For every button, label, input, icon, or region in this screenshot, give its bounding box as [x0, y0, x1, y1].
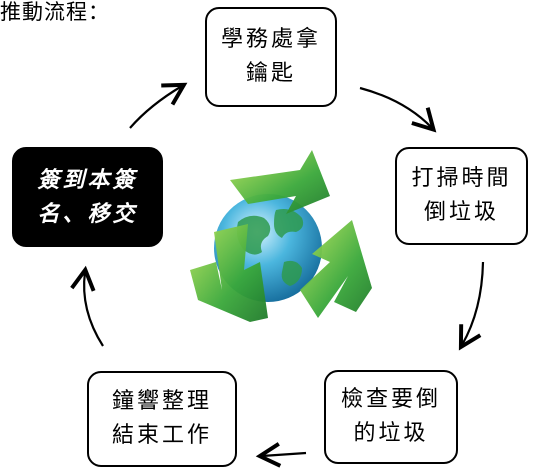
- step-box-1: 學務處拿 鑰匙: [205, 7, 337, 107]
- step-box-5-highlighted: 簽到本簽 名、移交: [12, 147, 163, 247]
- step-box-4: 鐘響整理 結束工作: [87, 371, 237, 467]
- step-box-2: 打掃時間 倒垃圾: [395, 147, 528, 245]
- step-5-line-2: 名、移交: [37, 201, 138, 227]
- step-1-line-2: 鑰匙: [245, 61, 296, 86]
- step-3-line-2: 的垃圾: [353, 421, 429, 446]
- step-2-line-2: 倒垃圾: [423, 200, 499, 225]
- arrow-step3-to-step4: [255, 442, 307, 468]
- step-5-line-1: 簽到本簽: [37, 167, 138, 193]
- arrow-step1-to-step2: [359, 86, 437, 133]
- step-3-line-1: 檢查要倒: [340, 387, 441, 412]
- flow-heading: 推動流程：: [0, 0, 110, 24]
- arrow-step2-to-step3: [458, 261, 485, 351]
- step-1-line-1: 學務處拿: [220, 27, 321, 52]
- arrow-step5-to-step1: [129, 82, 188, 129]
- arrow-step4-to-step5: [70, 265, 104, 347]
- step-box-3: 檢查要倒 的垃圾: [324, 370, 458, 464]
- step-2-line-1: 打掃時間: [411, 166, 512, 191]
- recycling-globe-icon: [190, 150, 372, 322]
- step-4-line-2: 結束工作: [111, 423, 212, 448]
- step-4-line-1: 鐘響整理: [111, 389, 212, 414]
